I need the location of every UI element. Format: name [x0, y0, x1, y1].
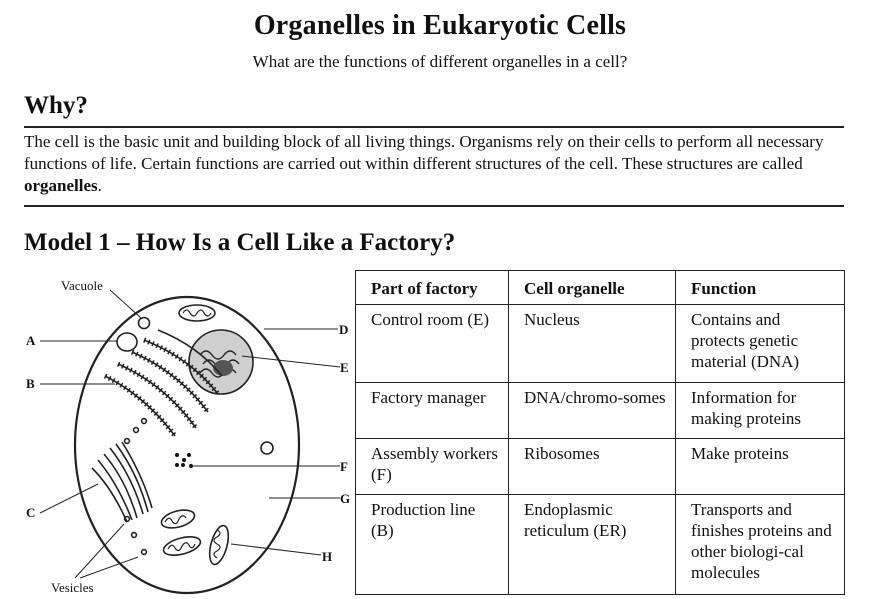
vesicle-shape — [132, 426, 140, 434]
label-b: B — [26, 376, 35, 391]
label-g: G — [340, 491, 350, 506]
page-title: Organelles in Eukaryotic Cells — [253, 10, 627, 41]
table-cell: Make proteins — [675, 438, 845, 495]
table-cell: Production line (B) — [355, 494, 509, 595]
ribosomes-shape — [175, 453, 193, 468]
leader-line-e — [241, 355, 341, 368]
vacuole-shape — [137, 316, 151, 330]
why-heading: Why? — [24, 92, 88, 119]
page-subtitle: What are the functions of different orga… — [252, 52, 628, 71]
column-header: Part of factory — [355, 270, 509, 305]
organelle-a-shape — [116, 332, 138, 352]
label-vesicles: Vesicles — [51, 580, 94, 595]
table-cell: Nucleus — [508, 304, 676, 383]
vesicle-shape — [123, 437, 131, 445]
label-c: C — [26, 505, 35, 520]
factory-table: Part of factory Cell organelle Function … — [355, 270, 845, 595]
leader-line-vesicles — [79, 556, 139, 579]
label-e: E — [340, 360, 349, 375]
leader-line-c — [39, 483, 99, 514]
model-heading: Model 1 – How Is a Cell Like a Factory? — [24, 229, 456, 256]
column-header: Cell organelle — [508, 270, 676, 305]
label-h: H — [322, 549, 332, 564]
leader-line-h — [230, 543, 322, 556]
vesicle-shape — [123, 515, 131, 523]
table-cell: Information for making proteins — [675, 382, 845, 439]
golgi-shape — [91, 441, 153, 523]
label-a: A — [26, 333, 36, 348]
table-cell: Factory manager — [355, 382, 509, 439]
cell-diagram: Vacuole A B C D E F G H Vesicles — [26, 278, 350, 595]
table-cell: Control room (E) — [355, 304, 509, 383]
leader-line-vacuole — [109, 289, 142, 319]
table-cell: Transports and finishes proteins and oth… — [675, 494, 845, 595]
divider — [24, 126, 844, 128]
table-row: Control room (E) Nucleus Contains and pr… — [355, 304, 845, 383]
label-f: F — [340, 459, 348, 474]
table-cell: Assembly workers (F) — [355, 438, 509, 495]
label-d: D — [339, 322, 348, 337]
mitochondrion-shape — [160, 509, 230, 566]
vesicle-shape — [140, 548, 148, 556]
table-cell: Endoplasmic reticulum (ER) — [508, 494, 676, 595]
label-vacuole: Vacuole — [61, 278, 103, 293]
why-text-before: The cell is the basic unit and building … — [24, 132, 824, 173]
vesicle-shape — [130, 531, 138, 539]
table-row: Factory manager DNA/chromo-somes Informa… — [355, 382, 845, 439]
nucleus-shape — [188, 329, 254, 395]
table-cell: Ribosomes — [508, 438, 676, 495]
why-text-after: . — [97, 176, 102, 195]
table-cell: DNA/chromo-somes — [508, 382, 676, 439]
why-bold-term: organelles — [24, 176, 98, 195]
leader-line-vesicles — [74, 523, 125, 579]
table-cell: Contains and protects genetic material (… — [675, 304, 845, 383]
table-row: Production line (B) Endoplasmic reticulu… — [355, 494, 845, 595]
divider — [24, 205, 844, 207]
why-paragraph: The cell is the basic unit and building … — [24, 131, 844, 197]
table-header-row: Part of factory Cell organelle Function — [355, 270, 845, 305]
table-row: Assembly workers (F) Ribosomes Make prot… — [355, 438, 845, 495]
vesicle-shape — [260, 441, 274, 455]
mitochondrion-top-shape — [178, 304, 216, 322]
cell-membrane — [73, 295, 301, 595]
er-shape — [103, 329, 223, 438]
vesicle-shape — [140, 417, 148, 425]
column-header: Function — [675, 270, 845, 305]
